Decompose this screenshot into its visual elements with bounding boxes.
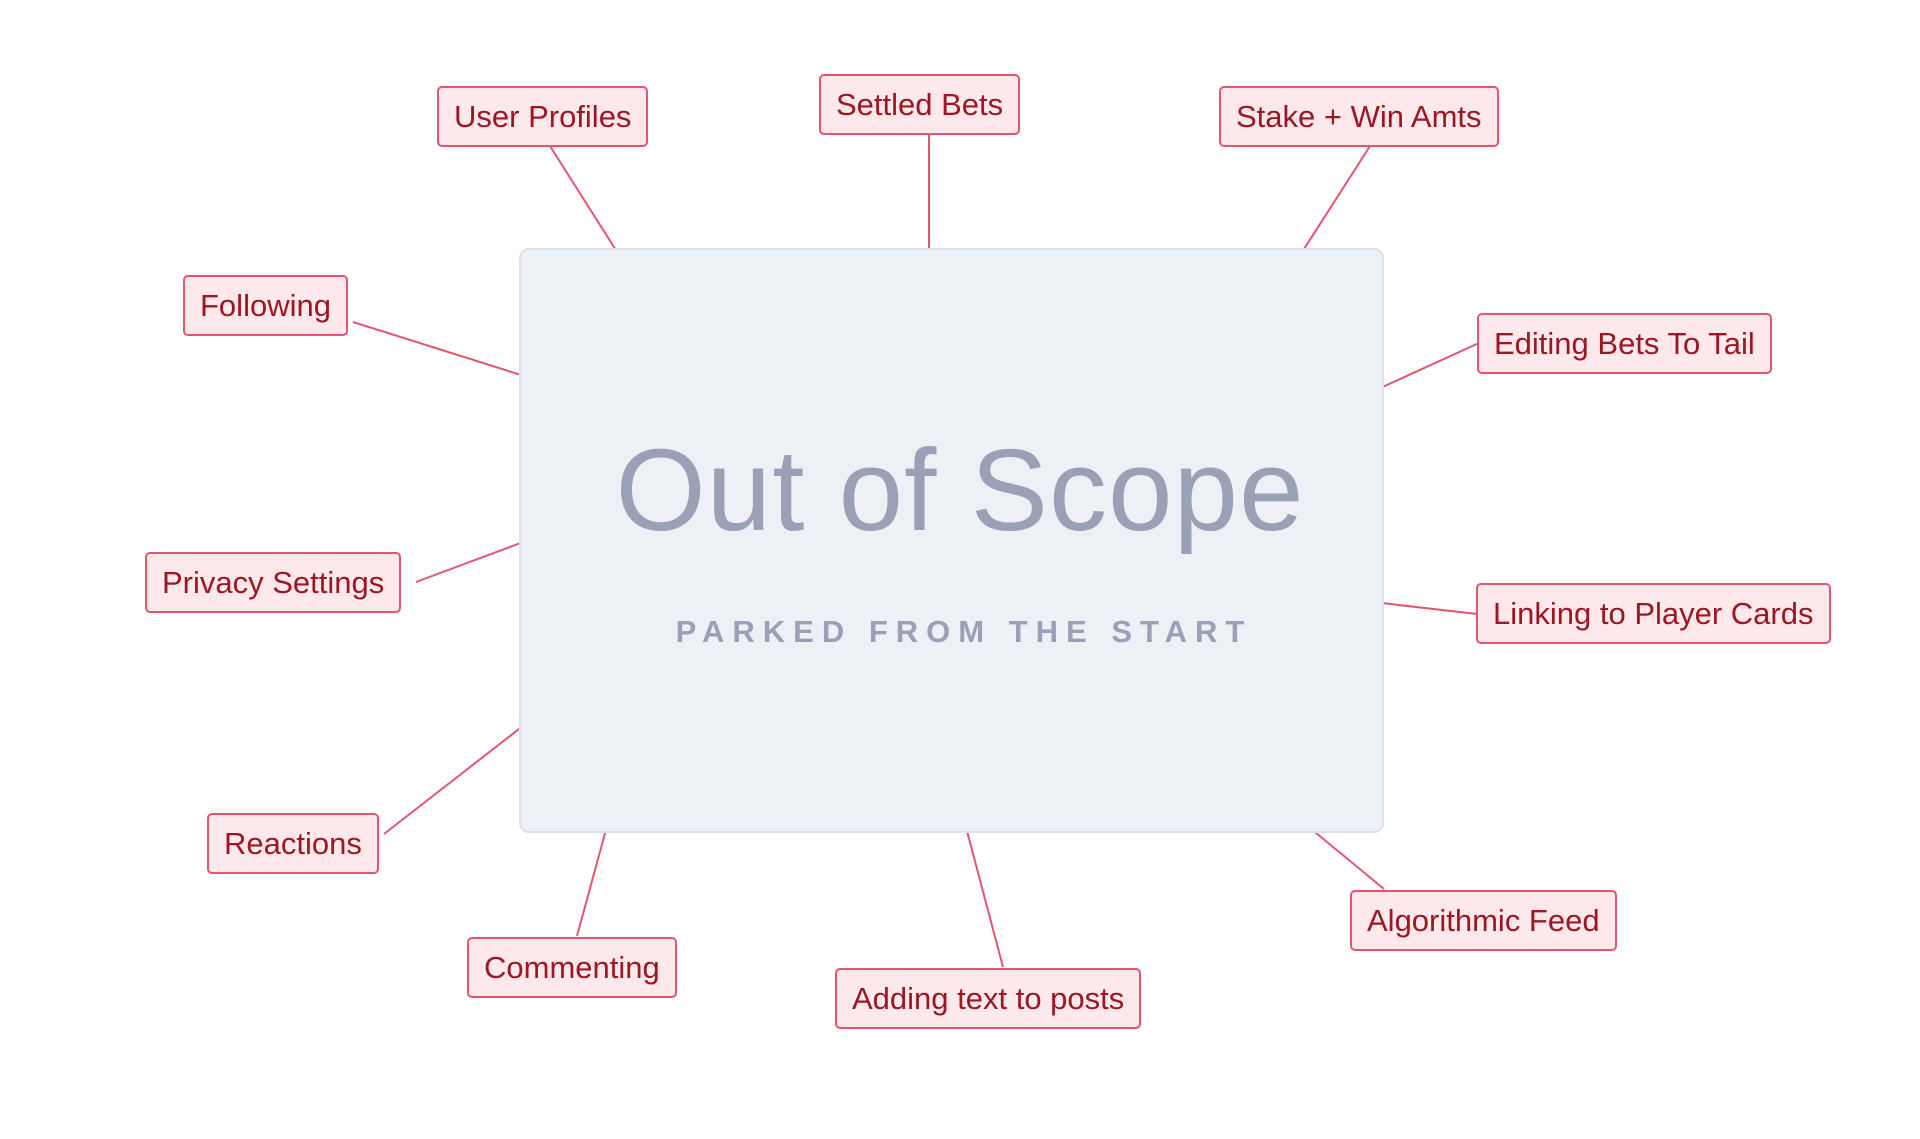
tag-commenting: Commenting — [467, 937, 677, 998]
out-of-scope-box — [519, 248, 1384, 833]
tag-user-profiles: User Profiles — [437, 86, 649, 147]
tag-adding-text-to-posts: Adding text to posts — [835, 968, 1142, 1029]
tag-reactions: Reactions — [207, 813, 379, 874]
tag-linking-to-player-cards: Linking to Player Cards — [1476, 583, 1831, 644]
tag-privacy-settings: Privacy Settings — [145, 552, 402, 613]
tag-editing-bets-to-tail: Editing Bets To Tail — [1477, 313, 1772, 374]
tag-stake-win-amts: Stake + Win Amts — [1219, 86, 1499, 147]
out-of-scope-title: Out of Scope — [615, 425, 1305, 555]
connector-adding-text-to-posts — [962, 815, 1004, 968]
out-of-scope-subtitle: PARKED FROM THE START — [675, 614, 1253, 649]
tag-settled-bets: Settled Bets — [819, 74, 1021, 135]
tag-algorithmic-feed: Algorithmic Feed — [1350, 890, 1617, 951]
tag-following: Following — [183, 275, 348, 336]
